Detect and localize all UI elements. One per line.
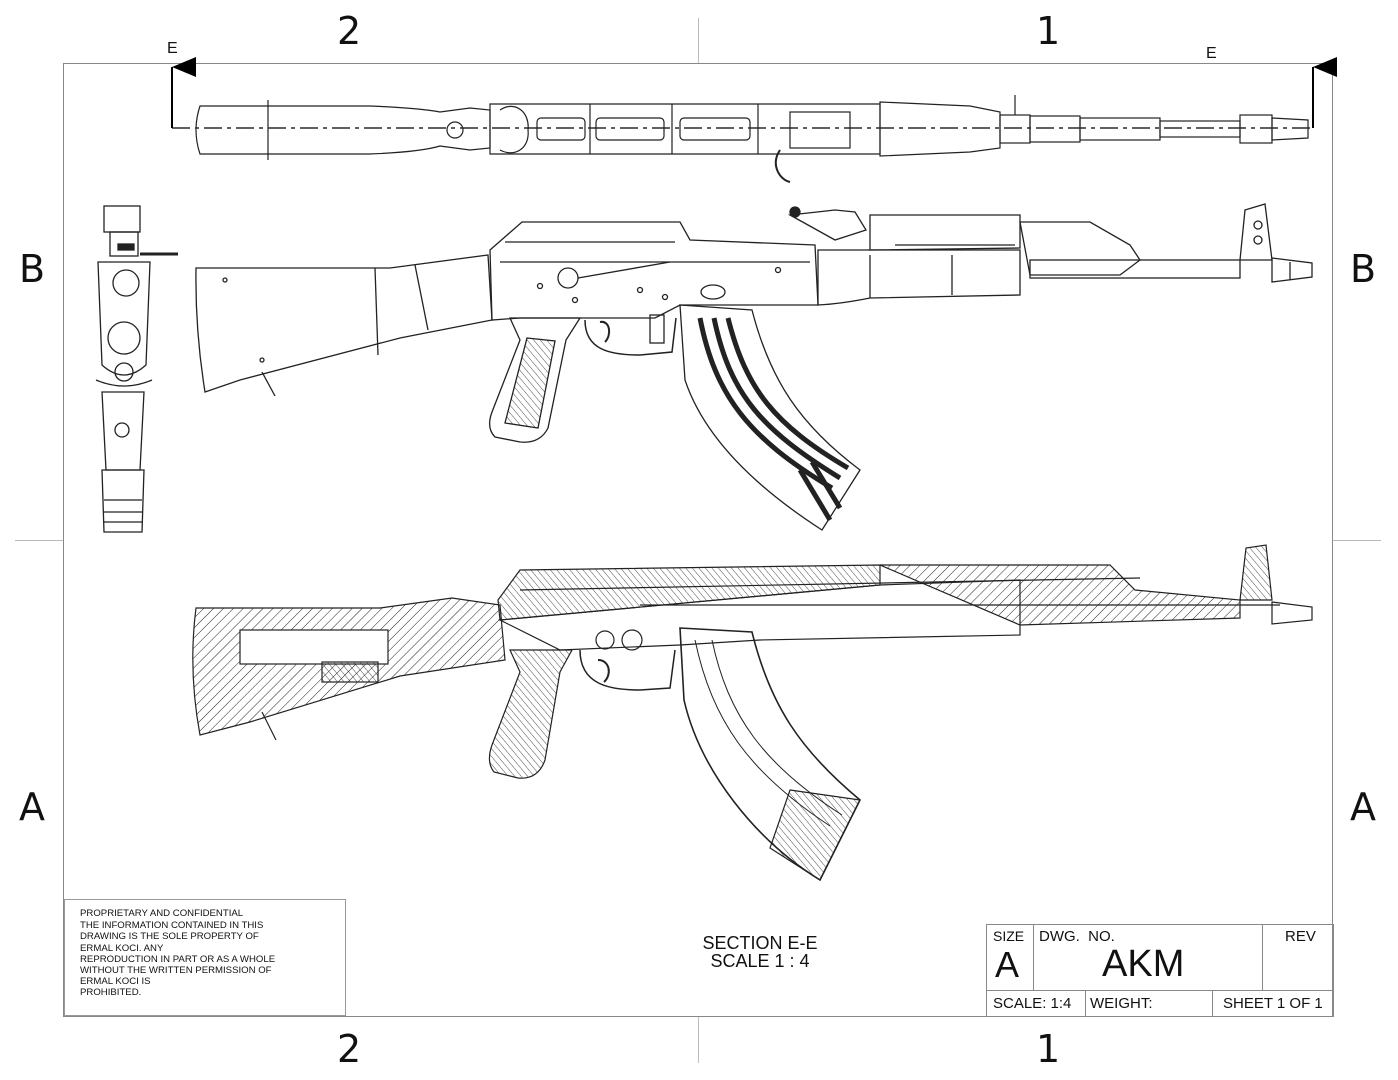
section-view-scale: SCALE 1 : 4 (710, 951, 810, 971)
title-block-row-divider (987, 990, 1333, 991)
top-rear-sight (789, 111, 851, 149)
rear-magazine-floor (101, 469, 145, 533)
section-view (192, 544, 1313, 882)
top-handguard-slot-3 (679, 117, 751, 141)
size-value: A (995, 944, 1020, 985)
notice-line: DRAWING IS THE SOLE PROPERTY OF (80, 931, 259, 943)
side-pistol-grip (488, 317, 582, 443)
section-marker-right: E (1206, 45, 1217, 62)
dwg-no-label: DWG. NO. (1039, 928, 1115, 945)
side-lower-handguard (817, 249, 1021, 306)
rear-rear-sight (103, 205, 141, 233)
top-stock-sling-swivel (446, 121, 464, 139)
notice-line: ERMAL KOCI IS (80, 976, 151, 988)
top-handguard-slot-2 (595, 117, 665, 141)
top-handguard-slot-1 (536, 117, 586, 141)
side-gas-block (1019, 221, 1141, 276)
side-upper-handguard (869, 214, 1021, 251)
zone-right-a: A (1350, 785, 1376, 829)
zone-divider-left (15, 540, 63, 541)
zone-bottom-1: 1 (1036, 1027, 1061, 1071)
notice-line: ERMAL KOCI. ANY (80, 942, 164, 954)
section-barrel (879, 564, 1241, 626)
scale-field: SCALE: 1:4 (993, 995, 1072, 1012)
side-rear-sight (787, 209, 867, 241)
zone-divider-right (1333, 540, 1381, 541)
side-magazine (679, 304, 861, 531)
top-gas-tube (879, 101, 1001, 157)
side-trigger-guard (584, 317, 677, 356)
proprietary-notice: PROPRIETARY AND CONFIDENTIAL THE INFORMA… (64, 899, 346, 1016)
section-front-sight (1239, 544, 1273, 601)
dwg-no-value: AKM (1102, 943, 1185, 985)
top-view (171, 57, 1337, 183)
side-stock (195, 254, 493, 393)
section-muzzle (1271, 601, 1313, 625)
zone-top-2: 2 (337, 9, 362, 53)
zone-top-1: 1 (1036, 9, 1061, 53)
side-grip-texture (504, 337, 556, 429)
title-block: SIZE A DWG. NO. AKM REV SCALE: 1:4 WEIGH… (986, 924, 1334, 1017)
side-charging-handle (557, 267, 579, 289)
section-marker-left: E (167, 40, 178, 57)
zone-bottom-2: 2 (337, 1027, 362, 1071)
notice-line: REPRODUCTION IN PART OR AS A WHOLE (80, 953, 276, 965)
rear-end-view (95, 205, 178, 533)
section-view-caption: SECTION E-E SCALE 1 : 4 (640, 934, 880, 970)
sheet-field: SHEET 1 OF 1 (1223, 995, 1323, 1012)
side-receiver (489, 221, 819, 321)
top-muzzle-device (1239, 114, 1273, 144)
size-label: SIZE (993, 928, 1025, 944)
zone-left-b: B (19, 247, 46, 291)
notice-line: PROHIBITED. (80, 987, 142, 999)
section-receiver (497, 564, 881, 621)
top-stock (195, 105, 491, 155)
rear-receiver-outline (97, 261, 151, 376)
zone-divider-top (698, 18, 699, 63)
notice-heading: PROPRIETARY AND CONFIDENTIAL (80, 908, 244, 919)
section-pistol-grip (488, 649, 574, 779)
weight-field: WEIGHT: (1090, 995, 1153, 1012)
zone-right-b: B (1350, 247, 1377, 291)
section-view-title: SECTION E-E (702, 933, 818, 953)
side-barrel (1029, 259, 1241, 279)
notice-line: WITHOUT THE WRITTEN PERMISSION OF (80, 965, 272, 977)
rear-pistol-grip (101, 391, 145, 471)
zone-divider-bottom (698, 1017, 699, 1063)
title-block-col-divider (1212, 990, 1213, 1017)
side-view (195, 203, 1313, 531)
top-barrel (999, 114, 1031, 144)
notice-line: THE INFORMATION CONTAINED IN THIS (80, 920, 264, 932)
zone-left-a: A (19, 785, 45, 829)
title-block-col-divider (1085, 990, 1086, 1017)
title-block-col-divider (1262, 925, 1263, 990)
title-block-col-divider (1033, 925, 1034, 990)
section-magazine-floor (769, 789, 861, 881)
drawing-frame (63, 63, 1333, 1017)
side-muzzle-device (1271, 257, 1313, 283)
rev-label: REV (1285, 928, 1316, 945)
section-trigger-guard (579, 649, 676, 691)
side-front-sight (1239, 203, 1273, 261)
